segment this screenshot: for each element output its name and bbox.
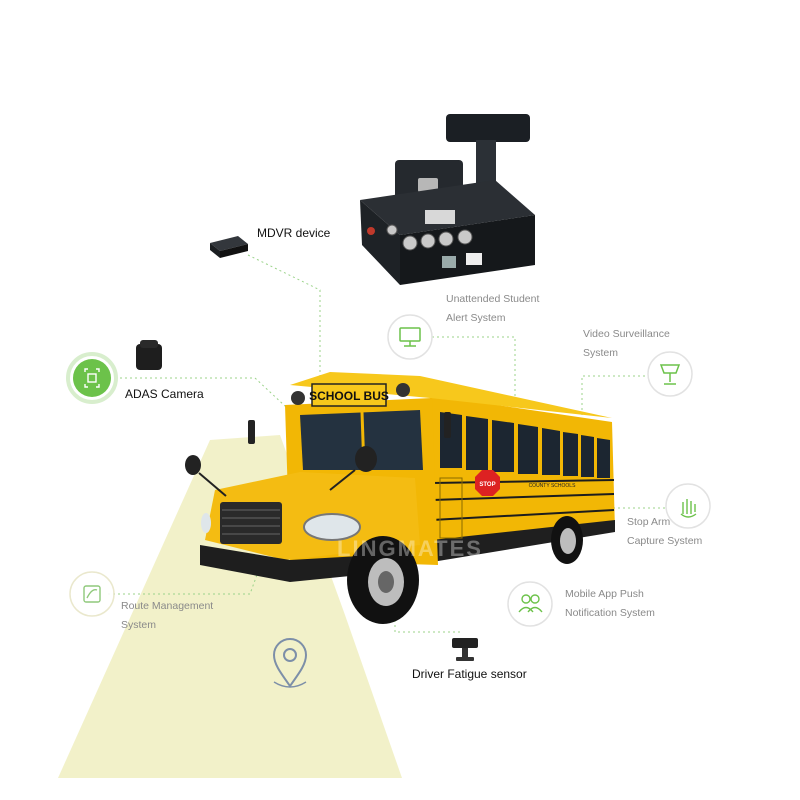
bus-wheel-front [347,536,419,624]
mdvr-antenna [367,227,375,235]
mdvr-small-top [210,236,248,251]
bus-grille [220,502,282,544]
mdvr-port-3 [420,233,436,249]
bus-stop-sign [475,470,500,496]
bus-headlight [303,513,361,541]
unattended-line-2: Alert System [446,312,506,324]
bus-mirror-top-right [444,412,451,438]
route-line-2: System [121,619,157,631]
video-icon-group [647,351,693,397]
bus-wheel-rear [551,516,583,564]
mdvr-device-label: MDVR device [257,226,330,241]
mdvr-port-5 [457,229,473,245]
mdvr-port-2 [402,235,418,251]
watermark-text: LINGMATES [337,536,483,561]
mdvr-device-label-text: MDVR device [257,226,331,240]
bus-stop-sign-text: STOP [479,482,495,488]
unattended-icon-group [387,314,433,360]
bus-mirror-arm-right [329,469,356,491]
adas-camera-label-text: ADAS Camera [125,387,204,401]
mobile-line-2: Notification System [565,607,655,619]
bus-mirror-right [355,446,377,472]
adas-badge [66,352,118,404]
route-line-1: Route Management [121,600,214,612]
mdvr-body-face [400,215,535,285]
stoparm-line-1: Stop Arm [627,516,671,528]
connector-fatigue [394,490,462,633]
mobile-system-label: Mobile App Push Notification System [565,585,655,623]
bus-headlight-left [201,513,211,533]
mobile-icon-group [507,581,553,627]
bus-light-left [291,391,305,405]
scan-icon [84,368,100,388]
bus-sign-plate [311,383,387,407]
stop-hand-icon [680,499,697,518]
fatigue-sensor-label: Driver Fatigue sensor [412,667,527,682]
adas-badge-fill [73,359,111,397]
mdvr-top-lens [418,178,438,192]
bus-bumper [200,545,360,582]
route-system-label: Route Management System [121,597,213,635]
adas-camera-device [136,340,162,370]
mobile-icon-ring [507,581,553,627]
mdvr-plate [425,210,455,224]
mdvr-body-front [360,200,400,285]
mdvr-port-1 [386,224,398,236]
school-bus: SCHOOL BUS [185,372,615,624]
adas-device-top [140,340,158,348]
users-icon [518,594,543,613]
mdvr-body-top [360,180,535,235]
monitor-icon [399,327,421,347]
bus-front-door [439,477,463,539]
unattended-line-1: Unattended Student [446,293,540,305]
bus-grille-bars [222,509,280,535]
cctv-icon [659,364,681,385]
mdvr-port-4 [438,231,454,247]
unattended-system-label: Unattended Student Alert System [446,290,539,328]
headlight-beam [58,435,402,778]
mdvr-ethernet [442,256,456,268]
bus-side-text: COUNTY SCHOOLS [529,483,577,489]
adas-device-body [136,344,162,370]
route-icon-ring [69,571,115,617]
connector-adas [115,377,301,421]
video-line-1: Video Surveillance [583,328,670,340]
mdvr-small-body [210,243,220,258]
adas-camera-label: ADAS Camera [125,387,204,402]
fatigue-sensor-stem [462,648,468,658]
stoparm-line-2: Capture System [627,535,703,547]
route-icon-group [69,571,115,617]
mdvr-camera-head [446,114,530,142]
bus-side-windows [440,412,610,478]
stoparm-icon-ring [665,483,711,529]
video-system-label: Video Surveillance System [583,325,670,363]
video-line-2: System [583,347,619,359]
mdvr-power [466,253,482,265]
stoparm-system-label: Stop Arm Capture System [627,513,702,551]
fatigue-sensor-device [452,638,478,661]
bus-sign-text: SCHOOL BUS [309,389,389,403]
mdvr-small-face [220,244,248,258]
fatigue-sensor-head [452,638,478,648]
route-icon [83,585,101,603]
mdvr-connectors [386,224,473,251]
connector-mdvr [247,254,321,395]
bus-mirror-arm-left [198,472,227,497]
mdvr-device-small [210,236,248,258]
bus-light-right [396,383,410,397]
bus-mirror-left [185,455,201,475]
map-pin-icon [272,638,308,688]
mobile-line-1: Mobile App Push [565,588,644,600]
fatigue-sensor-label-text: Driver Fatigue sensor [412,667,527,681]
fatigue-sensor-base [456,657,474,661]
bus-mirror-top-left [248,420,255,444]
mdvr-unit-large [360,114,535,285]
unattended-icon-ring [387,314,433,360]
stoparm-icon-group [665,483,711,529]
